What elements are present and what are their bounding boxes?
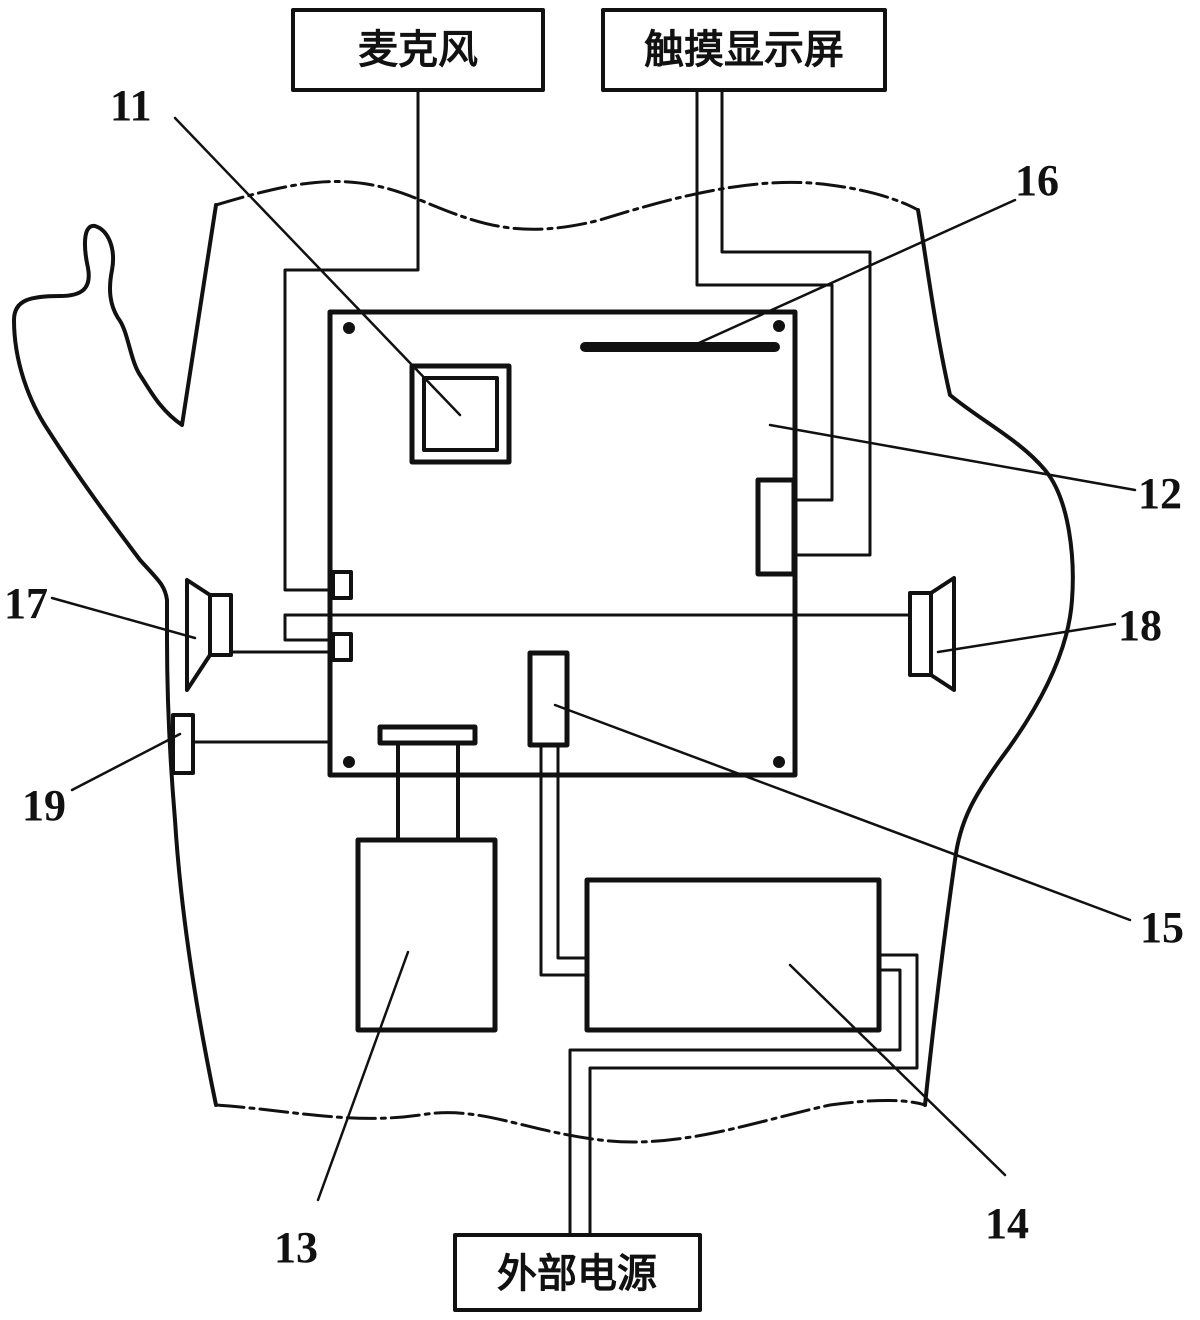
main-board [327, 309, 798, 778]
display-connector [755, 477, 797, 577]
speaker-18 [908, 576, 956, 692]
label-17: 17 [4, 579, 48, 628]
housing-right-edge [916, 208, 1075, 1107]
housing-left-edge [12, 203, 218, 1107]
label-16: 16 [1015, 156, 1059, 205]
mic-connector [331, 570, 353, 600]
label-18: 18 [1118, 601, 1162, 650]
speaker-17 [185, 578, 233, 692]
label-14: 14 [985, 1199, 1029, 1248]
power-connector-15 [527, 650, 570, 748]
label-15: 15 [1140, 903, 1184, 952]
touch-display-box: 触摸显示屏 [601, 8, 887, 92]
touch-display-label: 触摸显示屏 [644, 26, 844, 73]
housing-bottom-break [214, 1099, 927, 1144]
external-power-label: 外部电源 [497, 1250, 657, 1297]
speaker-connector [331, 632, 353, 662]
mounting-hole [343, 322, 355, 334]
component-19 [171, 713, 195, 775]
mounting-hole [773, 756, 785, 768]
mounting-hole [343, 756, 355, 768]
leader-lines [50, 116, 1137, 1202]
module-13 [355, 724, 498, 1033]
wiring [191, 88, 919, 1237]
label-13: 13 [274, 1223, 318, 1272]
label-12: 12 [1138, 469, 1182, 518]
housing-outline [12, 180, 1075, 1144]
microphone-label: 麦克风 [358, 26, 478, 73]
mounting-hole [773, 320, 785, 332]
processor-chip [409, 363, 512, 465]
label-19: 19 [22, 781, 66, 830]
label-11: 11 [110, 81, 152, 130]
external-power-box: 外部电源 [453, 1233, 702, 1312]
microphone-box: 麦克风 [291, 8, 545, 92]
housing-top-break [214, 180, 920, 231]
